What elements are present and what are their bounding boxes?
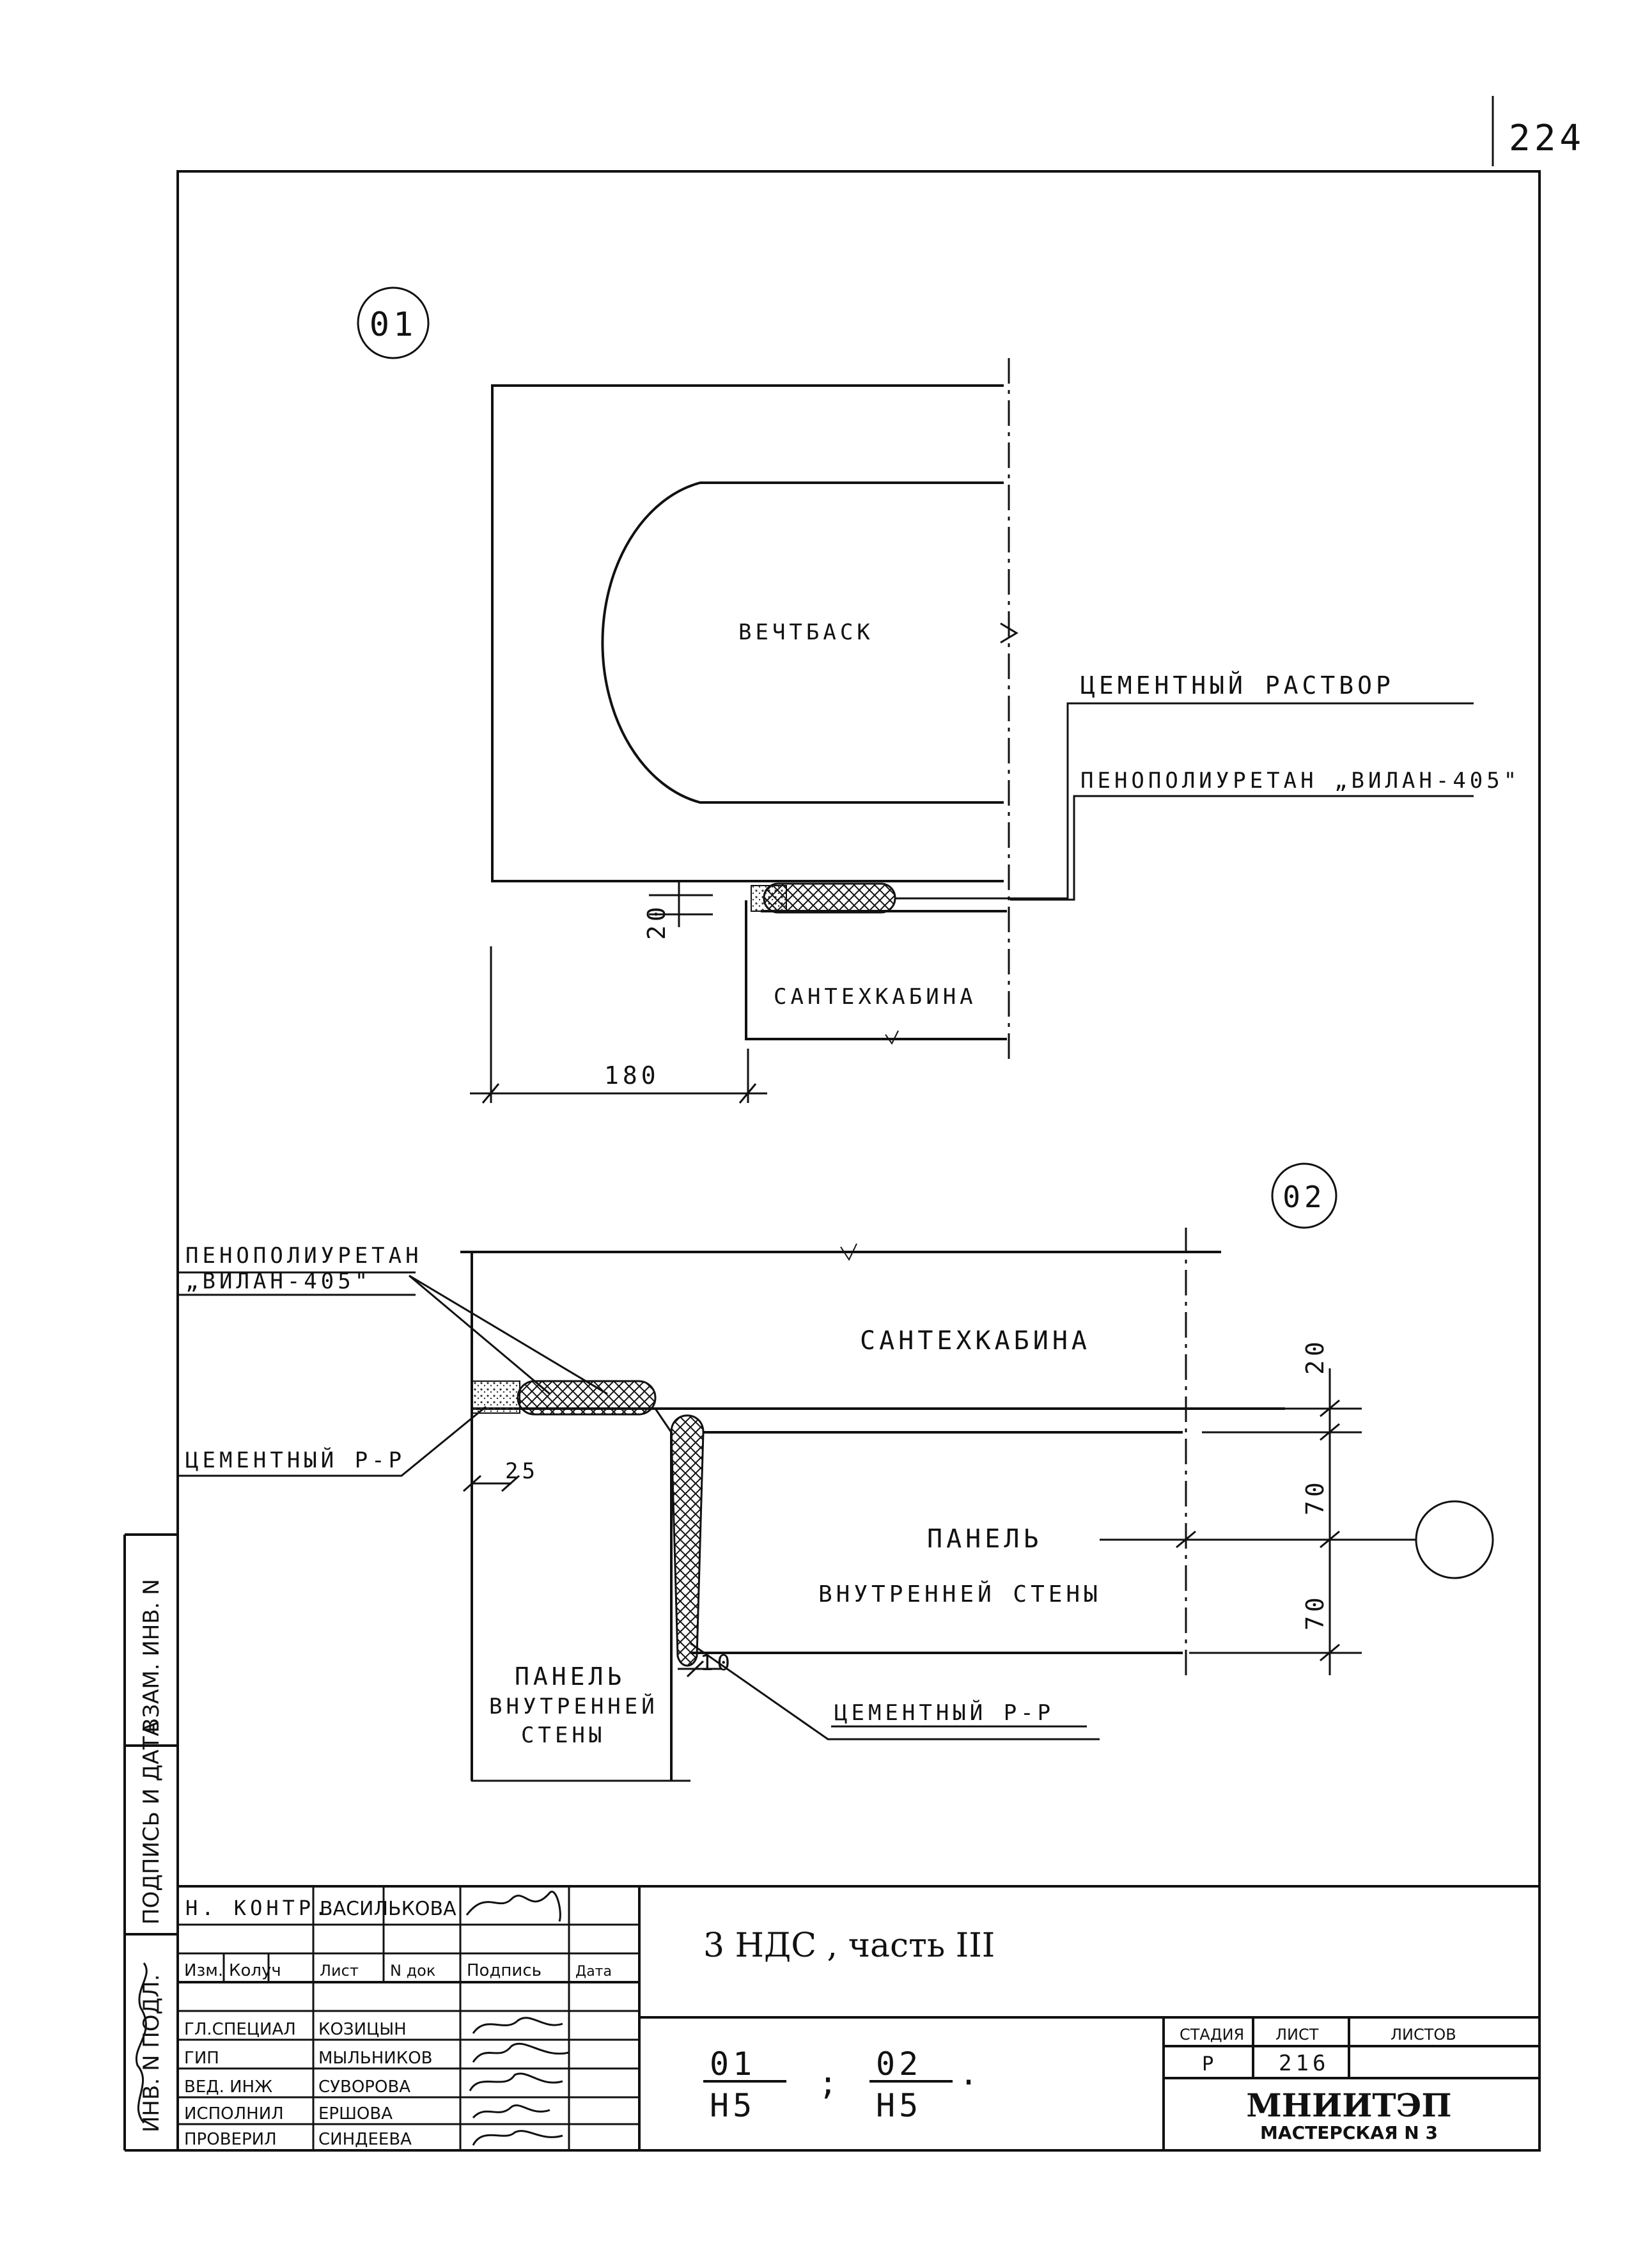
callouts-02 [179, 1271, 1100, 1740]
sheet-value: 216 [1279, 2051, 1329, 2076]
person-role-2: ВЕД. ИНЖ [184, 2077, 272, 2097]
mortar-fill-02 [471, 1380, 520, 1414]
detail-02: 02 САНТЕХКАБИНА ПЕНОПОЛИУРЕТАН [179, 1162, 1494, 1782]
project-title: 3 НДС , часть III [703, 1927, 995, 1965]
sheet-label: ЛИСТ [1275, 2026, 1319, 2044]
person-name-0: КОЗИЦЫН [318, 2020, 407, 2039]
foam-seal-02-horizontal [517, 1380, 657, 1416]
col-podpis: Подпись [467, 1961, 542, 1980]
sheet-number-tab: 224 [1492, 96, 1585, 166]
org-name: МНИИТЭП [1246, 2086, 1451, 2124]
callout-mortar-01: ЦЕМЕНТНЫЙ РАСТВОР [1080, 671, 1394, 700]
person-name-1: МЫЛЬНИКОВ [318, 2049, 433, 2068]
col-list: Лист [320, 1962, 359, 1980]
detail-01-marker-circle [357, 286, 430, 359]
title-people: ГЛ.СПЕЦИАЛ КОЗИЦЫН ГИП МЫЛЬНИКОВ ВЕД. ИН… [184, 2020, 433, 2149]
cabin-label-02: САНТЕХКАБИНА [860, 1326, 1091, 1356]
side-inv-podl: ИНВ. N ПОДЛ. [139, 1975, 164, 2132]
ref-1-num: 01 [710, 2045, 756, 2083]
ref-2-num: 02 [876, 2045, 922, 2083]
person-role-3: ИСПОЛНИЛ [184, 2104, 284, 2123]
stage-block: СТАДИЯ ЛИСТ ЛИСТОВ Р 216 МНИИТЭП МАСТЕРС… [1180, 2026, 1456, 2143]
org-sub: МАСТЕРСКАЯ N 3 [1260, 2122, 1438, 2143]
panel-left-line2: ВНУТРЕННЕЙ [489, 1693, 659, 1719]
dim-25: 25 [505, 1459, 539, 1484]
n-kontr-name: ВАСИЛЬКОВА [320, 1898, 456, 1920]
foam-label-02-line1: ПЕНОПОЛИУРЕТАН [185, 1243, 423, 1269]
panel-right-line1: ПАНЕЛЬ [927, 1524, 1043, 1554]
detail-01-marker-text: 01 [370, 306, 417, 344]
col-izm: Изм. [184, 1961, 223, 1980]
mortar-right-label: ЦЕМЕНТНЫЙ Р-Р [834, 1700, 1054, 1726]
n-kontr-signature [465, 1890, 561, 1922]
ref-end: . [959, 2055, 982, 2092]
dims-02 [463, 1368, 1416, 1782]
panel-left-line3: СТЕНЫ [521, 1723, 605, 1748]
person-name-3: ЕРШОВА [318, 2104, 393, 2123]
title-block [178, 1885, 1539, 2150]
stage-value: Р [1202, 2053, 1213, 2076]
bath-outline [491, 384, 1004, 882]
ref-sep: ; [818, 2065, 841, 2102]
cabin-outline-01 [745, 900, 1007, 1040]
mortar-left-label: ЦЕМЕНТНЫЙ Р-Р [185, 1447, 405, 1473]
grid-axis-bubble [1415, 1500, 1494, 1579]
bath-label: ВЕЧТБАСК [738, 620, 874, 645]
ref-1-den: Н5 [710, 2087, 756, 2124]
panel-right-line2: ВНУТРЕННЕЙ СТЕНЫ [818, 1581, 1102, 1607]
cabin-label-01: САНТЕХКАБИНА [774, 984, 977, 1010]
person-role-4: ПРОВЕРИЛ [184, 2130, 277, 2149]
col-data: Дата [575, 1964, 612, 1980]
side-podpis-data: ПОДПИСЬ И ДАТА [139, 1721, 164, 1925]
detail-02-marker-text: 02 [1282, 1180, 1325, 1214]
foam-label-02-line2: „ВИЛАН-405" [185, 1269, 371, 1294]
foam-seal-01 [763, 882, 896, 914]
dim-10: 10 [700, 1650, 734, 1676]
dim-70-b: 70 [1301, 1593, 1329, 1631]
n-kontr-role: Н. КОНТР. [185, 1896, 331, 1920]
person-role-0: ГЛ.СПЕЦИАЛ [184, 2020, 296, 2039]
cabin-outline-02 [460, 1251, 1285, 1781]
sheet-number: 224 [1509, 118, 1585, 159]
detail-references: 01 Н5 ; 02 Н5 . [703, 2045, 982, 2124]
col-koluch: Колуч [229, 1961, 281, 1980]
person-role-1: ГИП [184, 2049, 219, 2068]
dim-70-a: 70 [1301, 1478, 1329, 1515]
side-stamp: ИНВ. N ПОДЛ. ПОДПИСЬ И ДАТА ВЗАМ. ИНВ. N [135, 1579, 164, 2132]
dim-gap-top-02: 20 [1301, 1338, 1329, 1375]
person-name-4: СИНДЕЕВА [318, 2130, 412, 2149]
stage-label: СТАДИЯ [1180, 2026, 1244, 2044]
ref-2-den: Н5 [876, 2087, 922, 2124]
col-ndok: N док [390, 1962, 435, 1980]
side-vzam-inv: ВЗАМ. ИНВ. N [139, 1579, 164, 1733]
title-block-grid [178, 1886, 639, 2150]
callouts-01 [895, 702, 1474, 901]
panel-left-line1: ПАНЕЛЬ [515, 1662, 625, 1691]
detail-01: 01 ВЕЧТБАСК САНТЕХКАБИНА ЦЕМЕНТНЫЙ РАСТВ… [357, 286, 1520, 1104]
foam-seal-02-vertical [670, 1414, 705, 1667]
dims-01 [470, 882, 767, 1104]
dim-width-01: 180 [604, 1061, 660, 1090]
callout-foam-01: ПЕНОПОЛИУРЕТАН „ВИЛАН-405" [1080, 768, 1520, 794]
title-header-row: Изм. Колуч Лист N док Подпись Дата [184, 1961, 612, 1980]
title-signatures [469, 2017, 570, 2146]
side-signature [135, 1962, 148, 2123]
sheets-label: ЛИСТОВ [1391, 2026, 1456, 2044]
dim-gap-01: 20 [643, 903, 671, 940]
sheet-frame [123, 170, 1541, 2152]
detail-02-marker-circle [1271, 1162, 1337, 1229]
person-name-2: СУВОРОВА [318, 2077, 410, 2097]
